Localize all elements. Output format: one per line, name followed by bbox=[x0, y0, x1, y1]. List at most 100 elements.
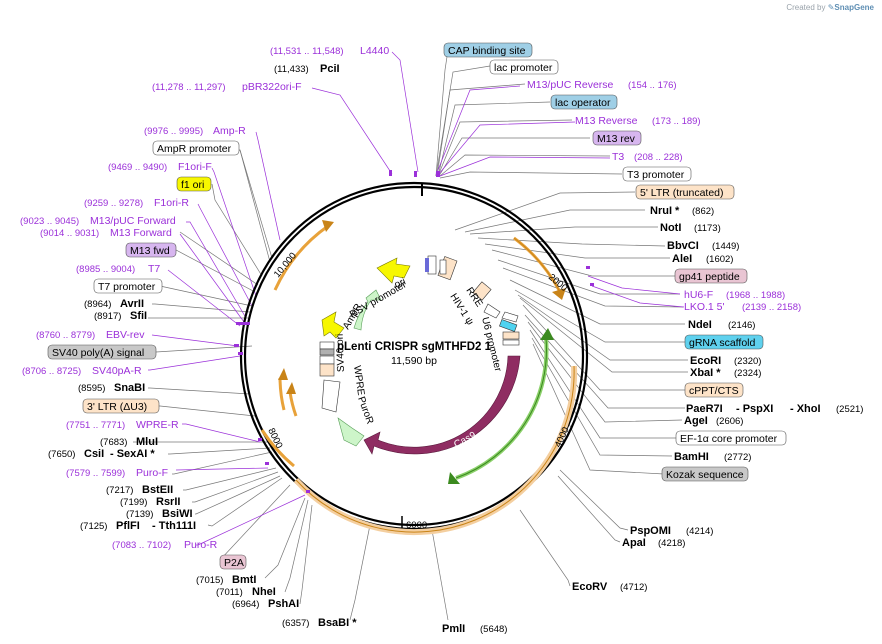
site-name: ApaI bbox=[622, 537, 646, 549]
site-name: NheI bbox=[252, 586, 276, 598]
site-name: - SexAI * bbox=[110, 448, 155, 460]
site-pos: (6357) bbox=[282, 618, 309, 629]
primer-name: pBR322ori-F bbox=[242, 81, 302, 93]
site-name: PciI bbox=[320, 63, 340, 75]
site-pos: (7217) bbox=[106, 485, 133, 496]
primer-pos: (208 .. 228) bbox=[634, 152, 683, 163]
primer-name: EBV-rev bbox=[106, 329, 145, 341]
site-name: NotI bbox=[660, 222, 681, 234]
primer-pos: (8985 .. 9004) bbox=[76, 264, 135, 275]
site-pos: (6964) bbox=[232, 599, 259, 610]
primer-pos: (1968 .. 1988) bbox=[726, 290, 785, 301]
primer-pos: (11,531 .. 11,548) bbox=[270, 46, 344, 57]
primer-pos: (8706 .. 8725) bbox=[22, 366, 81, 377]
box-gp41-peptide: gp41 peptide bbox=[679, 271, 740, 283]
primer-name: WPRE-R bbox=[136, 419, 179, 431]
site-name: NdeI bbox=[688, 319, 712, 331]
primer-marks bbox=[234, 170, 594, 493]
site-name: - Tth111I bbox=[152, 520, 196, 532]
box-grna-scaffold: gRNA scaffold bbox=[689, 337, 756, 349]
primers: (11,531 .. 11,548) L4440 (11,278 .. 11,2… bbox=[20, 45, 801, 551]
box-cppt-cts: cPPT/CTS bbox=[689, 385, 739, 397]
box-t7-promoter: T7 promoter bbox=[98, 281, 156, 293]
primer-name: M13/pUC Reverse bbox=[527, 79, 614, 91]
primer-name: M13 Reverse bbox=[575, 115, 638, 127]
site-pos: (7683) bbox=[100, 437, 127, 448]
site-pos: (2324) bbox=[734, 368, 761, 379]
primer-name: hU6-F bbox=[684, 289, 713, 301]
primer-pos: (11,278 .. 11,297) bbox=[152, 82, 226, 93]
site-pos: (7650) bbox=[48, 449, 75, 460]
primer-leaders bbox=[148, 51, 685, 546]
primer-name: Amp-R bbox=[213, 125, 246, 137]
site-name: CsiI bbox=[84, 448, 104, 460]
restriction-sites: (11,433) PciI NruI * (862) NotI (1173) B… bbox=[48, 63, 863, 635]
primer-pos: (9014 .. 9031) bbox=[40, 228, 99, 239]
primer-name: LKO.1 5' bbox=[684, 301, 725, 313]
primer-pos: (9023 .. 9045) bbox=[20, 216, 79, 227]
site-name: AleI bbox=[672, 253, 692, 265]
box-5-ltr: 5' LTR (truncated) bbox=[640, 187, 724, 199]
site-pos: (7125) bbox=[80, 521, 107, 532]
outer-arrowheads bbox=[278, 220, 566, 484]
primer-pos: (8760 .. 8779) bbox=[36, 330, 95, 341]
site-pos: (11,433) bbox=[274, 64, 309, 75]
box-sv40-polya: SV40 poly(A) signal bbox=[52, 347, 144, 359]
primer-name: F1ori-R bbox=[154, 197, 189, 209]
site-pos: (7015) bbox=[196, 575, 223, 586]
primer-name: Puro-F bbox=[136, 467, 168, 479]
site-name: NruI * bbox=[650, 205, 680, 217]
site-name: XbaI * bbox=[690, 367, 721, 379]
snapgene-logo-icon: ✎ bbox=[827, 3, 835, 12]
primer-pos: (9469 .. 9490) bbox=[108, 162, 167, 173]
site-pos: (2320) bbox=[734, 356, 761, 367]
site-pos: (4712) bbox=[620, 582, 647, 593]
inner-features bbox=[319, 255, 521, 455]
site-name: BstEII bbox=[142, 484, 173, 496]
label-sv40-ori: SV40 ori bbox=[335, 334, 347, 373]
site-pos: (5648) bbox=[480, 624, 507, 635]
site-name: BsaBI * bbox=[318, 617, 357, 629]
site-pos: (2521) bbox=[836, 404, 863, 415]
primer-pos: (154 .. 176) bbox=[628, 80, 677, 91]
site-name: PflFI bbox=[116, 520, 140, 532]
box-kozak: Kozak sequence bbox=[666, 469, 744, 481]
site-pos: (2146) bbox=[728, 320, 755, 331]
primer-name: M13 Forward bbox=[110, 227, 172, 239]
site-name: BsiWI bbox=[162, 508, 193, 520]
primer-name: T3 bbox=[612, 151, 624, 163]
site-name: SnaBI bbox=[114, 382, 145, 394]
site-name: AgeI bbox=[684, 415, 708, 427]
box-ampr-promoter: AmpR promoter bbox=[157, 143, 232, 155]
site-name: MluI bbox=[136, 436, 158, 448]
outer-feature-arcs bbox=[260, 224, 578, 536]
backbone-inner bbox=[243, 185, 585, 527]
tick-4000: 4000 bbox=[553, 425, 572, 449]
site-name: EcoRV bbox=[572, 581, 608, 593]
site-name: - PspXI bbox=[736, 403, 773, 415]
site-name: EcoRI bbox=[690, 355, 721, 367]
site-name: PspOMI bbox=[630, 525, 671, 537]
site-pos: (2606) bbox=[716, 416, 743, 427]
plasmid-name: pLenti CRISPR sgMTHFD2 1 bbox=[337, 341, 492, 353]
box-m13-rev: M13 rev bbox=[597, 133, 636, 145]
primer-pos: (9976 .. 9995) bbox=[144, 126, 203, 137]
box-cap-binding-site: CAP binding site bbox=[448, 45, 526, 57]
site-pos: (7139) bbox=[126, 509, 153, 520]
site-pos: (1173) bbox=[694, 223, 721, 234]
site-name: PshAI bbox=[268, 598, 299, 610]
site-name: RsrII bbox=[156, 496, 180, 508]
site-pos: (4218) bbox=[658, 538, 685, 549]
site-pos: (8917) bbox=[94, 311, 121, 322]
snapgene-watermark: Created by ✎SnapGene bbox=[786, 3, 874, 12]
primer-pos: (2139 .. 2158) bbox=[742, 302, 801, 313]
primer-name: Puro-R bbox=[184, 539, 218, 551]
primer-pos: (7579 .. 7599) bbox=[66, 468, 125, 479]
site-pos: (4214) bbox=[686, 526, 713, 537]
site-name: PmlI bbox=[442, 623, 465, 635]
primer-name: SV40pA-R bbox=[92, 365, 142, 377]
primer-pos: (7751 .. 7771) bbox=[66, 420, 125, 431]
site-pos: (7199) bbox=[120, 497, 147, 508]
primer-pos: (7083 .. 7102) bbox=[112, 540, 171, 551]
